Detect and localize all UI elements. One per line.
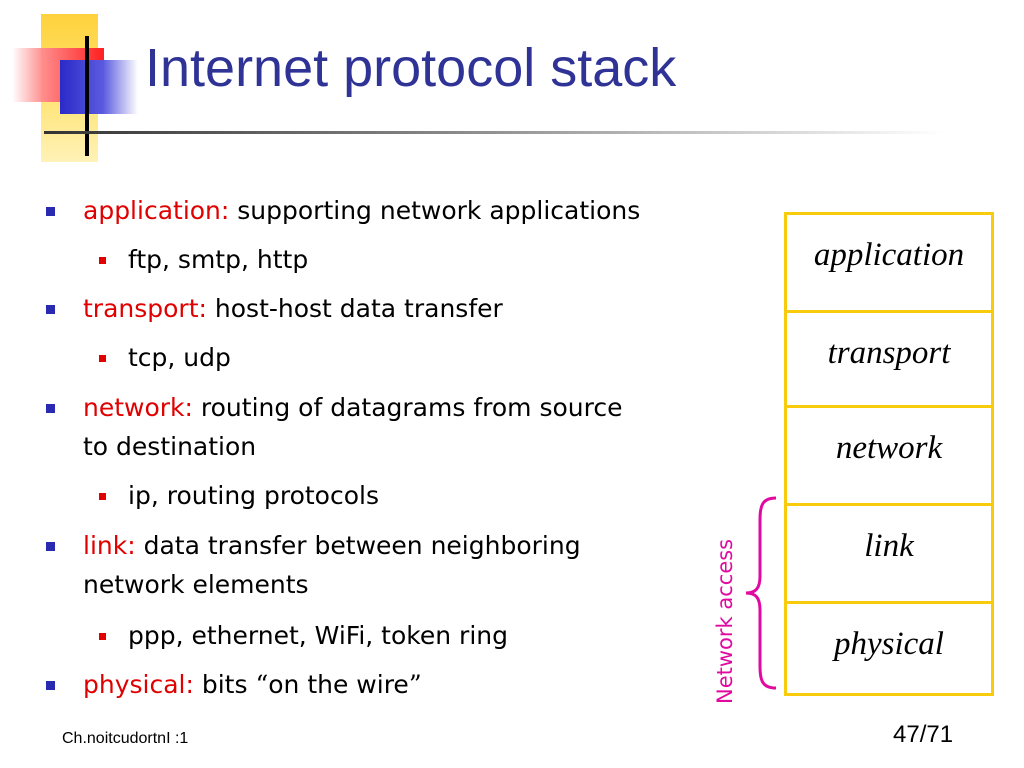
sub-bullet-transport-protocols: tcp, udp (99, 339, 231, 377)
sub-bullet-link-protocols: ppp, ethernet, WiFi, token ring (99, 617, 508, 655)
bullet-square-icon (46, 681, 55, 690)
sub-bullet-application-protocols: ftp, smtp, http (99, 241, 309, 279)
network-access-brace-icon (745, 496, 777, 690)
bullet-term: network: (83, 393, 193, 422)
stack-layer-link: link (787, 503, 991, 598)
stack-layer-application: application (813, 237, 965, 273)
footer-chapter-label: Ch.noitcudortnI :1 (62, 730, 189, 747)
close-quote: ” (408, 670, 422, 699)
open-quote: “ (255, 670, 269, 699)
sub-bullet-square-icon (99, 493, 106, 500)
bullet-text: ip, routing protocols (128, 481, 379, 510)
title-underline-rule (44, 131, 944, 134)
stack-layer-transport: transport (787, 310, 991, 405)
bullet-application: application: supporting network applicat… (46, 192, 641, 230)
bullet-link-continuation: network elements (83, 566, 309, 604)
title-decoration-vertical-line (85, 36, 89, 156)
bullet-square-icon (46, 542, 55, 551)
slide-title: Internet protocol stack (145, 38, 677, 98)
bullet-square-icon (46, 207, 55, 216)
stack-layer-physical: physical (787, 601, 991, 696)
bullet-list: application: supporting network applicat… (46, 192, 641, 704)
bullet-network: network: routing of datagrams from sourc… (46, 389, 623, 427)
sub-bullet-square-icon (99, 633, 106, 640)
bullet-text: ftp, smtp, http (128, 245, 309, 274)
bullet-text: tcp, udp (128, 343, 231, 372)
bullet-text: network elements (83, 570, 309, 599)
bullet-text: routing of datagrams from source (192, 393, 623, 422)
bullet-link: link: data transfer between neighboring (46, 527, 581, 565)
network-access-text: Network access (713, 538, 737, 704)
bullet-network-continuation: to destination (83, 428, 256, 466)
bullet-square-icon (46, 305, 55, 314)
bullet-text: bits (193, 670, 256, 699)
bullet-text: data transfer between neighboring (135, 531, 581, 560)
sub-bullet-square-icon (99, 355, 106, 362)
bullet-transport: transport: host-host data transfer (46, 290, 503, 328)
bullet-term: application: (83, 196, 230, 225)
bullet-text: to destination (83, 432, 257, 461)
sub-bullet-square-icon (99, 257, 106, 264)
page-number: 47/71 (893, 721, 954, 748)
stack-layer-network: network (787, 405, 991, 500)
bullet-term: physical: (83, 670, 194, 699)
protocol-stack-diagram: application transport network link physi… (784, 212, 994, 696)
title-decoration-blue-block (60, 60, 138, 114)
bullet-term: link: (83, 531, 136, 560)
bullet-text: ppp, ethernet, WiFi, token ring (128, 621, 508, 650)
quoted-text: on the wire (268, 670, 409, 699)
bullet-text: host-host data transfer (206, 294, 503, 323)
bullet-term: transport: (83, 294, 207, 323)
bullet-text: supporting network applications (229, 196, 641, 225)
bullet-square-icon (46, 404, 55, 413)
sub-bullet-network-protocols: ip, routing protocols (99, 477, 379, 515)
bullet-physical: physical: bits “on the wire” (46, 666, 422, 704)
